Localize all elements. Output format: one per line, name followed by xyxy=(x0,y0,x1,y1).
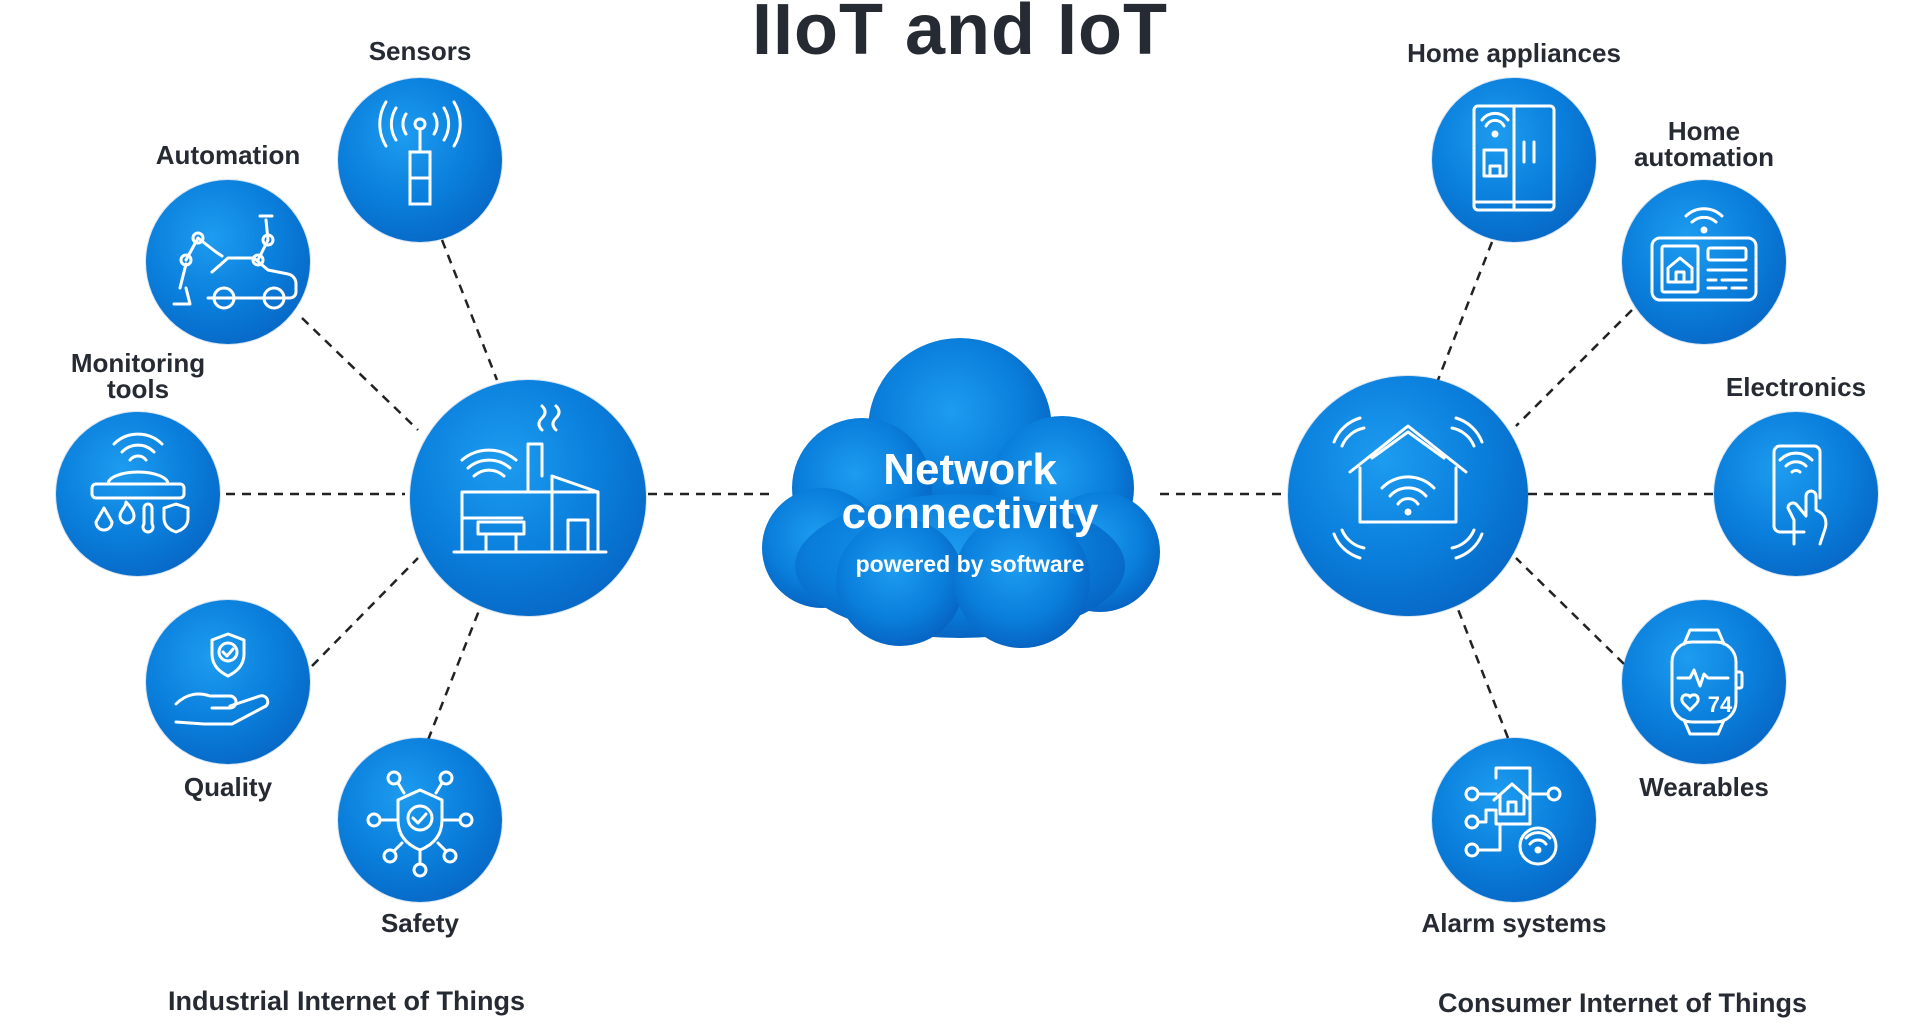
cloud-subtitle: powered by software xyxy=(855,551,1085,577)
link-safety xyxy=(426,607,482,741)
node-home-appliances xyxy=(1432,78,1596,242)
heart-rate-readout: 74 xyxy=(1708,692,1733,717)
cloud-title-line2: connectivity xyxy=(841,489,1099,538)
link-automation xyxy=(301,317,419,431)
node-home-automation xyxy=(1622,180,1786,344)
label-monitoring-line2: tools xyxy=(106,374,170,404)
shield-hand-icon xyxy=(174,632,270,726)
footer-iot: Consumer Internet of Things xyxy=(1438,988,1808,1018)
footer-iiot: Industrial Internet of Things xyxy=(168,986,525,1016)
label-wearables: Wearables xyxy=(1639,772,1769,802)
iiot-hub xyxy=(410,380,646,616)
page-title: IIoT and IoT xyxy=(752,0,1168,70)
robot-arm-car-icon xyxy=(172,214,298,310)
label-automation: Automation xyxy=(155,140,301,170)
monitoring-tools-icon xyxy=(90,432,190,534)
node-safety xyxy=(338,738,502,902)
link-home-automation xyxy=(1515,309,1633,427)
smart-fridge-icon xyxy=(1472,104,1556,212)
node-electronics xyxy=(1714,412,1878,576)
label-quality: Quality xyxy=(183,772,273,802)
iot-hub xyxy=(1288,376,1528,616)
cloud-shape xyxy=(762,338,1160,648)
label-sensors: Sensors xyxy=(368,36,472,66)
label-home-automation-line1: Home xyxy=(1667,116,1741,146)
label-safety: Safety xyxy=(380,908,460,938)
label-home-automation: Home automation xyxy=(1584,118,1824,170)
node-sensors xyxy=(338,78,502,242)
alarm-home-icon xyxy=(1464,766,1562,866)
label-electronics: Electronics xyxy=(1725,372,1867,402)
label-monitoring-tools: Monitoring tools xyxy=(38,350,238,402)
node-automation xyxy=(146,180,310,344)
label-alarm-systems: Alarm systems xyxy=(1421,908,1607,938)
label-home-automation-line2: automation xyxy=(1633,142,1775,172)
link-sensors xyxy=(440,239,499,381)
link-wearables xyxy=(1515,557,1625,665)
link-alarm-systems xyxy=(1454,603,1510,739)
smartphone-icon xyxy=(1772,444,1828,546)
node-wearables: 74 xyxy=(1622,600,1786,764)
smartwatch-icon: 74 xyxy=(1670,628,1744,736)
link-quality xyxy=(311,557,419,667)
sensor-antenna-icon xyxy=(378,100,462,206)
factory-wifi-icon xyxy=(452,404,608,554)
cloud-title-line1: Network xyxy=(883,445,1057,494)
smart-home-wifi-icon xyxy=(1332,416,1484,560)
shield-network-icon xyxy=(366,770,474,878)
label-monitoring-line1: Monitoring xyxy=(70,348,206,378)
label-home-appliances: Home appliances xyxy=(1407,38,1621,68)
node-quality xyxy=(146,600,310,764)
home-control-panel-icon xyxy=(1650,207,1758,302)
node-monitoring-tools xyxy=(56,412,220,576)
link-home-appliances xyxy=(1436,241,1494,381)
node-alarm-systems xyxy=(1432,738,1596,902)
